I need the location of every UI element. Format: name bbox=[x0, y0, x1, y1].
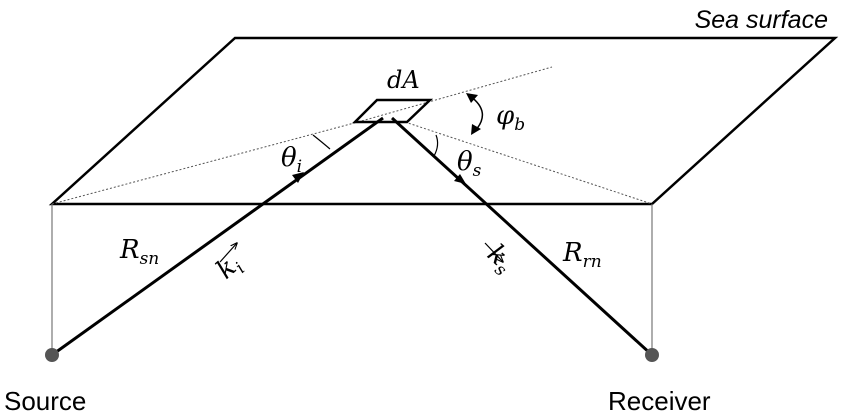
k-i-vector-bar bbox=[219, 243, 237, 263]
k-s-vector-bar bbox=[484, 242, 503, 262]
incident-ray-arrowhead bbox=[292, 172, 304, 183]
projection-line-azimuth bbox=[357, 66, 553, 123]
receiver-marker bbox=[645, 348, 659, 362]
projection-line-source bbox=[51, 121, 359, 205]
area-label: dA bbox=[387, 66, 420, 94]
surface-patch bbox=[351, 98, 434, 124]
theta-i-arc bbox=[312, 134, 331, 150]
phi-b-arrowhead-top bbox=[466, 93, 478, 103]
theta-s-subscript: s bbox=[473, 161, 482, 181]
theta-s-label: θs bbox=[457, 147, 482, 181]
phi-subscript: b bbox=[514, 115, 525, 135]
receiver-label: Receiver bbox=[608, 386, 711, 416]
projection-line-receiver bbox=[404, 121, 653, 205]
scattered-ray bbox=[390, 116, 654, 357]
r-rn-subscript: rn bbox=[583, 252, 602, 272]
theta-s-symbol: θ bbox=[457, 147, 473, 177]
phi-b-arrowhead-bottom bbox=[471, 124, 481, 135]
r-sn-symbol: R bbox=[119, 235, 140, 265]
sea-surface-label: Sea surface bbox=[695, 6, 828, 34]
k-i-label: ki bbox=[211, 249, 250, 288]
source-marker bbox=[45, 348, 59, 362]
scattered-ray-arrowhead bbox=[454, 174, 466, 184]
theta-i-subscript: i bbox=[297, 157, 302, 177]
source-label: Source bbox=[4, 386, 86, 416]
sea-surface-plane bbox=[48, 36, 839, 206]
theta-i-symbol: θ bbox=[281, 143, 297, 173]
r-rn-symbol: R bbox=[562, 238, 583, 268]
r-rn-label: Rrn bbox=[562, 238, 602, 272]
phi-symbol: φ bbox=[496, 101, 515, 131]
incident-ray bbox=[51, 116, 384, 357]
theta-i-label: θi bbox=[281, 143, 302, 177]
r-sn-subscript: sn bbox=[140, 249, 160, 269]
phi-b-label: φb bbox=[496, 101, 525, 135]
theta-s-arc bbox=[433, 134, 439, 157]
r-sn-label: Rsn bbox=[119, 235, 159, 269]
k-s-label: ks bbox=[479, 239, 520, 281]
